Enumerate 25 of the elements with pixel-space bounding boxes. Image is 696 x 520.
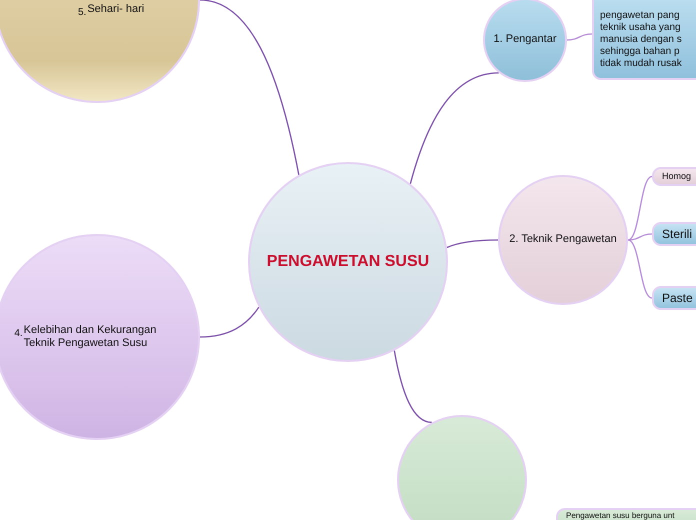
connector-line: [566, 33, 592, 41]
connector-line: [410, 72, 499, 184]
topic-label: Paste: [662, 290, 693, 306]
topic-label: Homog: [662, 171, 692, 182]
connector-line: [446, 239, 498, 248]
connector-line: [394, 350, 432, 424]
topic-label: pengawetan pang teknik usaha yang manusia dengan s sehingga bahan p tidak mudah rusak: [600, 10, 683, 70]
subtopic-box: [652, 167, 696, 186]
topic-label: Kelebihan dan Kekurangan Teknik Pengawetan Susu: [24, 324, 158, 350]
connector-line: [200, 306, 260, 338]
topic-number: 5.: [78, 7, 86, 19]
topic-label: Sehari- hari: [87, 3, 146, 16]
central-topic-title: PENGAWETAN SUSU: [266, 252, 430, 272]
connector-line: [628, 176, 652, 241]
topic-label: Pengawetan susu berguna unt: [566, 511, 675, 520]
connector-line: [200, 0, 300, 176]
topic-label: 2. Teknik Pengawetan: [509, 233, 617, 247]
connector-line: [628, 233, 652, 241]
subtopic-box: [652, 286, 696, 310]
topic-number: 4.: [14, 328, 23, 340]
connector-line: [628, 239, 652, 299]
topic-label: Sterili: [662, 226, 692, 242]
topic-label: 1. Pengantar: [494, 33, 556, 47]
note-box: [592, 0, 696, 80]
subtopic-box: [652, 222, 696, 246]
